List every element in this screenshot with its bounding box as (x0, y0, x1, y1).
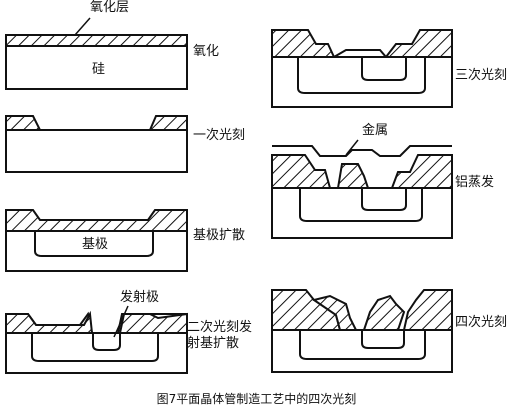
oxide-right (148, 115, 188, 131)
metal-center (362, 294, 406, 331)
oxide-left (271, 29, 336, 58)
label-oxidation: 氧化 (193, 44, 220, 59)
base-region (34, 231, 154, 257)
metal-left (311, 294, 358, 331)
step-aluminum-evaporation (271, 139, 453, 239)
oxide-right (390, 154, 453, 189)
label-base: 基极 (82, 237, 109, 252)
step-fourth-photolithography (271, 289, 453, 373)
label-third-photolithography: 三次光刻 (455, 68, 508, 83)
silicon-substrate (5, 332, 188, 374)
oxide-middle (336, 163, 370, 189)
base-region (31, 333, 159, 362)
oxide-right (402, 289, 453, 331)
base-region (299, 330, 426, 360)
step-third-photolithography (271, 29, 453, 108)
emitter-pointer (113, 305, 129, 338)
emitter-region (361, 330, 405, 349)
label-silicon: 硅 (92, 62, 106, 77)
metal-layer (272, 145, 452, 157)
emitter-region (361, 188, 407, 211)
label-aluminum-evaporation: 铝蒸发 (455, 175, 495, 190)
label-emitter: 发射极 (120, 290, 160, 305)
label-metal: 金属 (362, 123, 389, 138)
oxide-layer-shape (5, 209, 188, 232)
silicon-substrate (5, 45, 188, 90)
base-region (297, 57, 426, 94)
step-second-photolithography (5, 305, 188, 374)
label-oxide-layer: 氧化层 (90, 0, 130, 15)
silicon-substrate (5, 129, 188, 173)
oxide-thin (330, 49, 389, 58)
figure-caption: 图7平面晶体管制造工艺中的四次光刻 (156, 392, 357, 406)
oxide-pointer (74, 17, 91, 36)
metal-pointer (345, 139, 359, 156)
oxide-layer-shape (5, 34, 188, 47)
oxide-left (271, 154, 332, 189)
emitter-region (92, 333, 121, 351)
label-first-photolithography: 一次光刻 (193, 128, 246, 143)
base-region (299, 188, 423, 222)
label-base-diffusion: 基极扩散 (193, 228, 246, 243)
label-second-photolithography-line1: 二次光刻发 (187, 320, 253, 335)
oxide-right (383, 29, 453, 58)
oxide-left (5, 115, 42, 131)
label-fourth-photolithography: 四次光刻 (455, 315, 508, 330)
step-base-diffusion (5, 209, 188, 272)
step-oxidation (5, 17, 188, 90)
silicon-substrate (5, 230, 188, 272)
label-second-photolithography-line2: 射基扩散 (187, 336, 240, 351)
step-first-photolithography (5, 115, 188, 173)
emitter-region (361, 57, 407, 81)
